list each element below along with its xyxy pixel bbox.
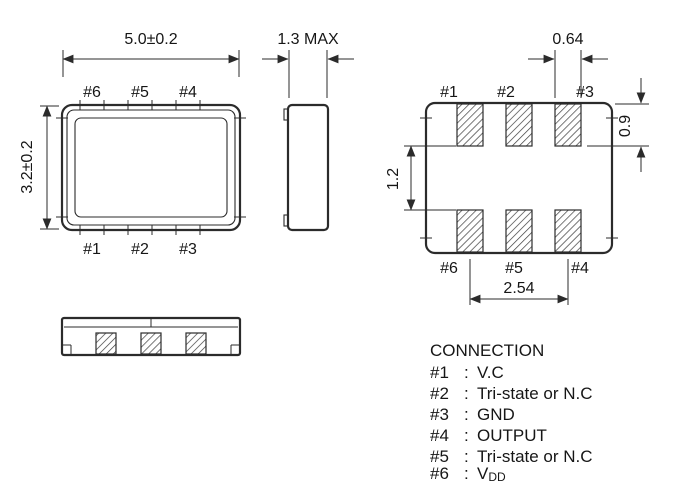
bottom-view-corner-ticks: [420, 117, 618, 239]
connection-signal: Tri-state or N.C: [477, 384, 593, 403]
connection-pin: #4: [430, 426, 449, 445]
bottom-view-pin-6: #6: [440, 260, 458, 277]
bottom-view: #1 #2 #3 #6 #5 #4: [420, 84, 618, 277]
top-view-pin-6: #6: [83, 84, 101, 101]
bottom-view-pin-4: #4: [571, 260, 589, 277]
top-view-body: [60, 103, 242, 232]
connection-row-6: #6: VDD: [430, 464, 506, 482]
front-pad-1: [95, 332, 117, 355]
front-view: [60, 316, 242, 357]
bottom-view-pin-2: #2: [497, 84, 515, 101]
bottom-view-pin-3: #3: [576, 84, 594, 101]
top-view-pin-5: #5: [131, 84, 149, 101]
connection-separator: :: [464, 384, 469, 403]
top-view: #6 #5 #4 #1 #2 #3: [56, 84, 246, 258]
dim-pad-span-lines: [469, 259, 569, 305]
front-pad-2: [140, 332, 162, 355]
top-view-pin-1: #1: [83, 241, 101, 258]
bottom-view-pin-1: #1: [440, 84, 458, 101]
front-pad-3: [185, 332, 207, 355]
dim-pad-width-label: 0.64: [552, 31, 583, 48]
connection-separator: :: [464, 405, 469, 424]
connection-pin: #3: [430, 405, 449, 424]
dim-row-gap-lines: [404, 145, 456, 211]
connection-row-2: #2: Tri-state or N.C: [430, 384, 593, 403]
connection-list: CONNECTION #1: V.C #2: Tri-state or N.C #3…: [430, 341, 593, 482]
dim-pad-span-label: 2.54: [503, 280, 534, 297]
top-view-inner-border: [66, 109, 236, 226]
dim-pad-width-lines: [528, 50, 608, 98]
connection-signal: OUTPUT: [477, 426, 547, 445]
dim-body-height-lines: [40, 105, 59, 230]
connection-separator: :: [464, 447, 469, 466]
dim-body-height-label: 3.2±0.2: [19, 140, 36, 193]
connection-row-3: #3: GND: [430, 405, 515, 424]
top-view-pin-2: #2: [131, 241, 149, 258]
top-view-lid: [74, 117, 228, 218]
connection-row-5: #5: Tri-state or N.C: [430, 447, 593, 466]
pad-5: [505, 209, 533, 253]
dim-thickness-lines: [262, 50, 354, 98]
top-view-pin-3: #3: [179, 241, 197, 258]
dim-pad-height-label: 0.9: [617, 115, 634, 137]
top-view-pin-4: #4: [179, 84, 197, 101]
pad-1: [456, 103, 484, 147]
connection-signal: V.C: [477, 363, 504, 382]
connection-signal: GND: [477, 405, 515, 424]
pad-2: [505, 103, 533, 147]
connection-pin: #1: [430, 363, 449, 382]
side-view: [283, 103, 330, 232]
dim-body-width-label: 5.0±0.2: [124, 31, 177, 48]
connection-pin: #2: [430, 384, 449, 403]
bottom-view-pin-5: #5: [505, 260, 523, 277]
dim-pad-height-lines: [587, 78, 649, 172]
dim-body-width-lines: [62, 50, 240, 77]
connection-title: CONNECTION: [430, 341, 544, 360]
pad-3: [554, 103, 582, 147]
pad-6: [456, 209, 484, 253]
pad-4: [554, 209, 582, 253]
connection-row-4: #4: OUTPUT: [430, 426, 547, 445]
connection-pin: #6: [430, 464, 449, 482]
connection-separator: :: [464, 363, 469, 382]
connection-separator: :: [464, 426, 469, 445]
connection-pin: #5: [430, 447, 449, 466]
dim-thickness-label: 1.3 MAX: [277, 31, 339, 48]
front-view-details: [63, 319, 239, 354]
connection-signal-subscript: DD: [488, 470, 506, 482]
connection-separator: :: [464, 464, 469, 482]
connection-signal: V: [477, 464, 489, 482]
connection-signal: Tri-state or N.C: [477, 447, 593, 466]
side-view-body: [286, 103, 330, 232]
top-view-pad-ticks: [56, 100, 246, 235]
connection-row-1: #1: V.C: [430, 363, 504, 382]
dim-row-gap-label: 1.2: [385, 168, 402, 190]
